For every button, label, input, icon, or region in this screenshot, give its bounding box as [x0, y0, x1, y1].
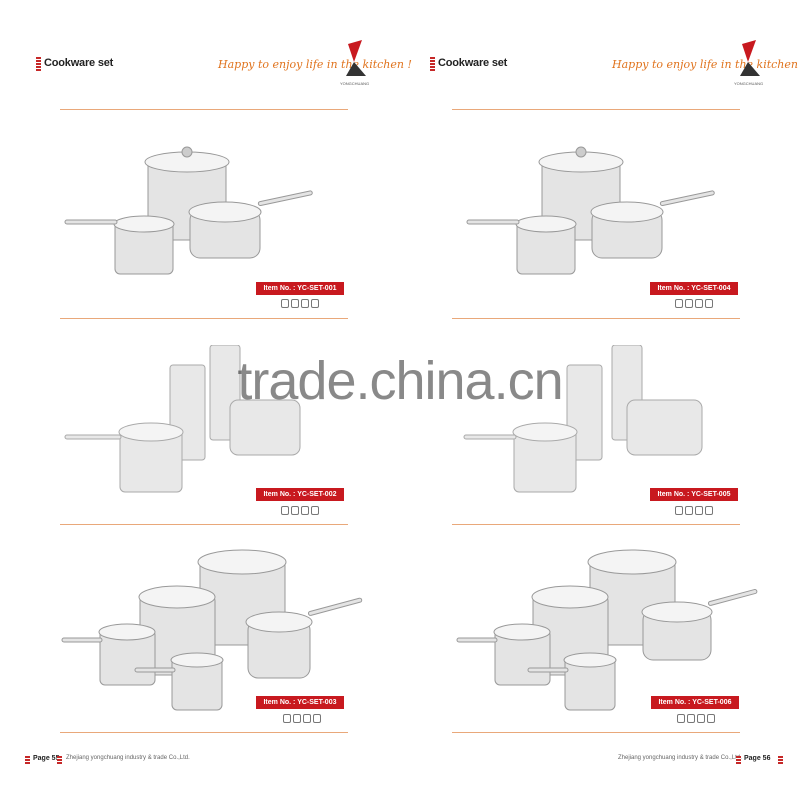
item-number-badge: Item No. : YC-SET-003 [256, 696, 344, 709]
header-mark [36, 57, 41, 71]
feature-icons [283, 714, 321, 723]
page-number: Page 55 [33, 755, 60, 762]
product-image-yc-set-003 [61, 549, 363, 711]
item-number-badge: Item No. : YC-SET-006 [651, 696, 739, 709]
brand-logo: YONGCHUANG [340, 40, 369, 86]
feature-icons [675, 506, 713, 515]
company-name: Zhejiang yongchuang industry & trade Co.… [618, 755, 742, 761]
feature-icons [677, 714, 715, 723]
page-title: Cookware set [438, 57, 508, 69]
divider [452, 318, 740, 319]
catalog-page-left: Cookware set Happy to enjoy life in the … [25, 40, 412, 764]
product-image-yc-set-006 [456, 549, 758, 711]
item-number-badge: Item No. : YC-SET-004 [650, 282, 738, 295]
divider [60, 524, 348, 525]
electric-icon [705, 299, 713, 308]
item-number-badge: Item No. : YC-SET-005 [650, 488, 738, 501]
product-image-yc-set-001 [64, 146, 313, 275]
header-mark [430, 57, 435, 71]
electric-icon [705, 506, 713, 515]
feature-icons [281, 299, 319, 308]
ceramic-icon [697, 714, 705, 723]
gas-stove-icon [281, 299, 289, 308]
gas-stove-icon [675, 299, 683, 308]
ceramic-icon [301, 299, 309, 308]
product-image-yc-set-005 [463, 345, 703, 493]
induction-icon [293, 714, 301, 723]
induction-icon [687, 714, 695, 723]
item-number-badge: Item No. : YC-SET-001 [256, 282, 344, 295]
divider [60, 318, 348, 319]
slogan: Happy to enjoy life in the kitchen ! [612, 58, 800, 71]
ceramic-icon [695, 299, 703, 308]
divider [452, 109, 740, 110]
feature-icons [281, 506, 319, 515]
catalog-page-right: Cookware set Happy to enjoy life in the … [400, 0, 800, 800]
footer-mark [778, 756, 783, 764]
slogan: Happy to enjoy life in the kitchen ! [218, 58, 412, 71]
footer-mark [57, 756, 62, 764]
item-number-badge: Item No. : YC-SET-002 [256, 488, 344, 501]
gas-stove-icon [283, 714, 291, 723]
page-title: Cookware set [44, 57, 114, 69]
divider [452, 732, 740, 733]
footer-mark [25, 756, 30, 764]
ceramic-icon [695, 506, 703, 515]
brand-logo: YONGCHUANG [734, 40, 763, 86]
brand-logo-icon [346, 40, 366, 76]
divider [60, 109, 348, 110]
gas-stove-icon [675, 506, 683, 515]
product-image-yc-set-004 [466, 146, 715, 275]
product-image-yc-set-002 [64, 345, 301, 493]
induction-icon [291, 506, 299, 515]
electric-icon [311, 506, 319, 515]
logo-text: YONGCHUANG [734, 81, 764, 86]
induction-icon [685, 299, 693, 308]
page-number: Page 56 [744, 755, 771, 762]
electric-icon [311, 299, 319, 308]
watermark: trade.china.cn [237, 351, 563, 411]
gas-stove-icon [677, 714, 685, 723]
logo-text: YONGCHUANG [340, 81, 370, 86]
ceramic-icon [301, 506, 309, 515]
induction-icon [291, 299, 299, 308]
divider [60, 732, 348, 733]
electric-icon [313, 714, 321, 723]
brand-logo-icon [740, 40, 760, 76]
electric-icon [707, 714, 715, 723]
gas-stove-icon [281, 506, 289, 515]
ceramic-icon [303, 714, 311, 723]
induction-icon [685, 506, 693, 515]
footer-mark [736, 756, 741, 764]
feature-icons [675, 299, 713, 308]
divider [452, 524, 740, 525]
company-name: Zhejiang yongchuang industry & trade Co.… [66, 755, 190, 761]
